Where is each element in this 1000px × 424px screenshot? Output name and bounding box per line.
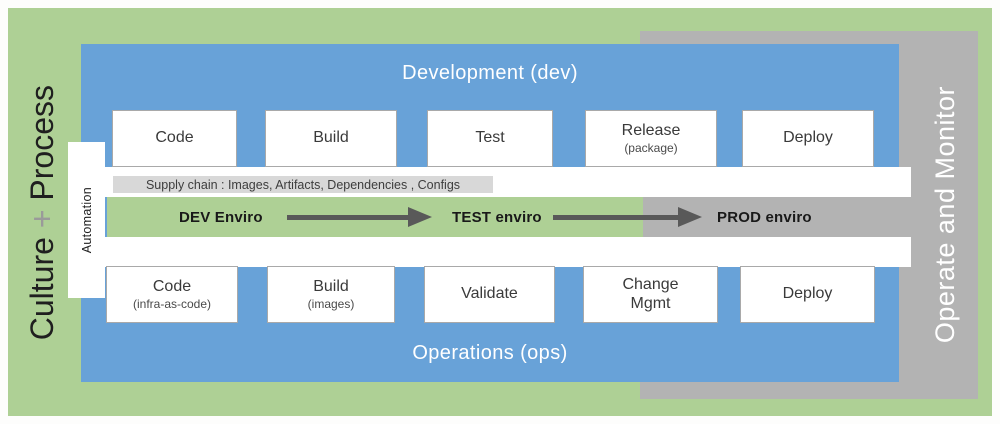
ops-box-change-mgmt-label-line2: Mgmt (630, 294, 671, 312)
automation-box: Automation (68, 142, 105, 298)
culture-process-rail: Culture + Process (10, 68, 74, 358)
operate-monitor-label: Operate and Monitor (929, 86, 960, 344)
development-band-title: Development (dev) (402, 62, 578, 84)
dev-box-build: Build (265, 110, 397, 167)
dev-box-release-label: Release (621, 122, 681, 140)
spacer-band (100, 237, 911, 267)
ops-box-build: Build (images) (267, 266, 395, 323)
dev-environment-label: DEV Enviro (179, 209, 263, 226)
ops-box-change-mgmt-label: Change (622, 276, 679, 294)
culture-text: Culture (23, 237, 60, 341)
operations-band-title: Operations (ops) (412, 342, 568, 364)
ops-box-validate-label: Validate (461, 285, 518, 303)
dev-box-deploy-label: Deploy (783, 129, 833, 147)
arrow-dev-to-test-line (287, 215, 408, 220)
test-environment-label: TEST enviro (452, 209, 542, 226)
dev-box-code: Code (112, 110, 237, 167)
arrow-test-to-prod-head-icon (678, 207, 702, 227)
ops-box-build-label: Build (313, 278, 349, 296)
dev-box-release-sublabel: (package) (624, 140, 678, 155)
ops-box-build-sublabel: (images) (307, 296, 355, 311)
dev-box-build-label: Build (313, 129, 349, 147)
ops-box-code-sublabel: (infra-as-code) (132, 296, 212, 311)
ops-box-change-mgmt: Change Mgmt (583, 266, 718, 323)
ops-box-code-label: Code (152, 278, 192, 296)
arrow-dev-to-test-head-icon (408, 207, 432, 227)
prod-environment-label: PROD enviro (717, 209, 812, 226)
dev-box-test-label: Test (475, 129, 505, 147)
operate-monitor-rail: Operate and Monitor (914, 58, 976, 372)
ops-box-deploy-label: Deploy (782, 285, 833, 303)
culture-process-label: Culture + Process (24, 85, 61, 340)
ops-box-code: Code (infra-as-code) (106, 266, 238, 323)
ops-box-deploy: Deploy (740, 266, 875, 323)
process-text: Process (23, 85, 60, 201)
dev-box-code-label: Code (155, 129, 194, 147)
ops-box-validate: Validate (424, 266, 555, 323)
plus-text: + (23, 209, 60, 229)
dev-box-test: Test (427, 110, 553, 167)
automation-label: Automation (79, 186, 94, 254)
dev-box-release: Release (package) (585, 110, 717, 167)
dev-box-deploy: Deploy (742, 110, 874, 167)
supply-chain-label: Supply chain : Images, Artifacts, Depend… (113, 176, 493, 193)
arrow-test-to-prod-line (553, 215, 678, 220)
